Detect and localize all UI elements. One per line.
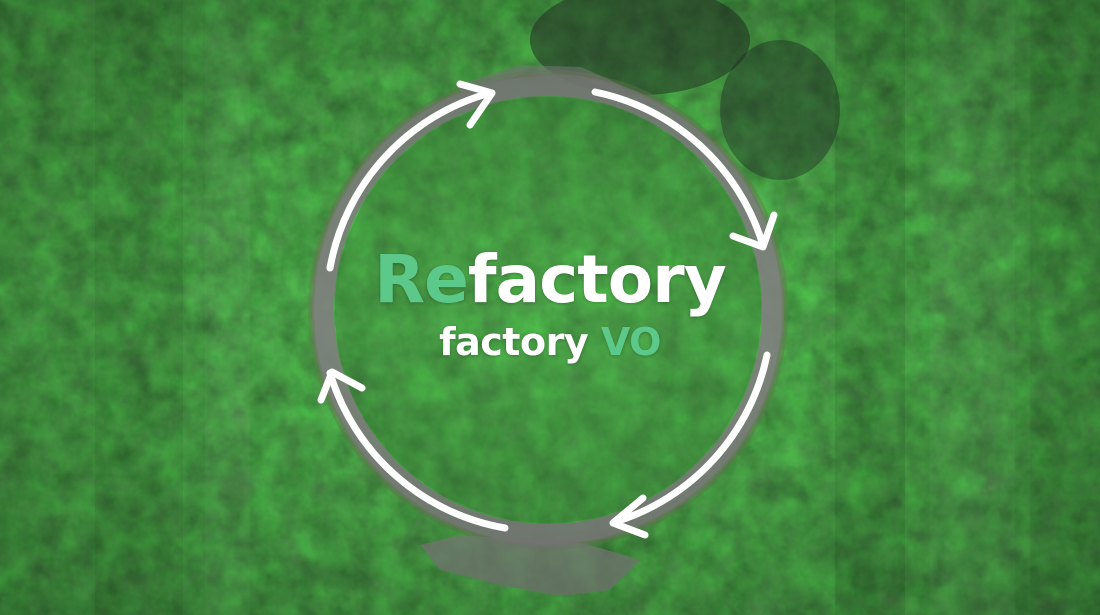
brand-sub-suffix: VO [600, 320, 662, 364]
brand-sub-word: factory [439, 320, 589, 364]
brand-name: factory [467, 241, 727, 318]
brand-prefix: Re [374, 241, 469, 318]
brand-wordmark: Refactory [0, 240, 1100, 320]
brand-tagline: factory VO [0, 318, 1100, 366]
